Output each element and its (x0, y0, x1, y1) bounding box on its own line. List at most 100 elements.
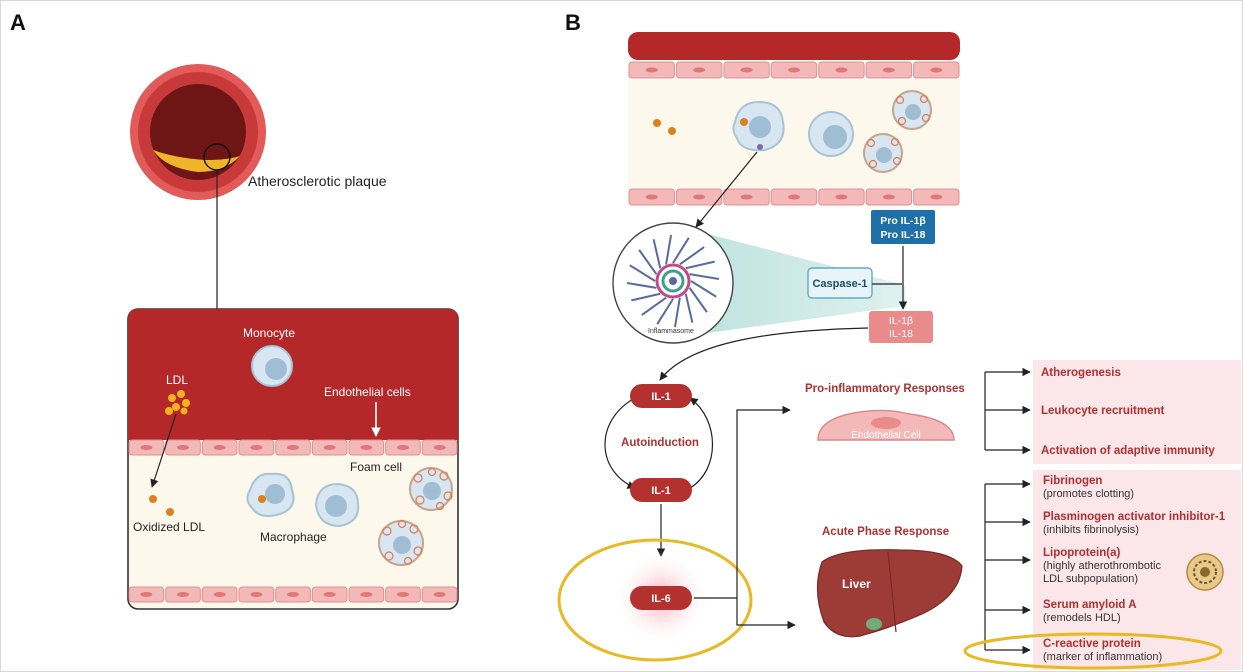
ldl-oxidation-arrow (150, 413, 177, 488)
endothelial-nucleus (287, 445, 299, 450)
inflammasome-spoke (641, 296, 667, 316)
endothelial-nucleus (835, 67, 848, 73)
endothelial-nucleus (397, 445, 409, 450)
endothelial-nucleus (177, 445, 189, 450)
foam-cell-1 (409, 467, 453, 511)
oxidized-ldl-label: Oxidized LDL (133, 520, 205, 534)
pro-outcome-1: Atherogenesis (1041, 367, 1121, 379)
endothelial-nucleus (287, 592, 299, 597)
b-endothelial-bottom (628, 188, 960, 206)
b-macrophage (732, 100, 785, 152)
inflammasome-spoke (690, 280, 717, 298)
inflammasome-diagram (612, 222, 734, 344)
inflammasome-spoke (685, 260, 715, 270)
ldl-particles (165, 390, 190, 415)
autoinduction-arc-right (689, 397, 714, 489)
il6-pill (630, 586, 692, 610)
endothelial-nucleus (882, 67, 895, 73)
endothelial-nucleus (788, 67, 800, 73)
endothelial-nucleus (930, 194, 943, 200)
acute-outcome-5-title: C-reactive protein (1043, 638, 1141, 650)
macrophage-to-inflammasome-arrow (695, 151, 758, 228)
inflammasome-spoke (629, 264, 656, 282)
il6-highlight-ellipse (557, 538, 753, 662)
inflammasome-spoke (631, 292, 661, 302)
caspase-1-label: Caspase-1 (812, 278, 867, 290)
endothelial-nucleus (835, 194, 848, 200)
endothelial-nucleus (930, 67, 943, 73)
atherosclerotic-plaque-label: Atherosclerotic plaque (248, 173, 387, 189)
endothelial-cell-label: Endothelial Cell (851, 430, 921, 441)
panel-a-letter: A (10, 10, 26, 35)
il-to-il1-arrow (659, 327, 869, 381)
inflammasome-spoke (626, 281, 657, 289)
il-1b-label: IL-1β (889, 315, 913, 327)
b-foam-cell-1 (892, 90, 932, 130)
foam-cell-2 (378, 519, 424, 566)
b-foam-cell-2 (863, 133, 903, 173)
foam-cell-label: Foam cell (350, 460, 402, 474)
endothelial-nucleus (250, 445, 263, 450)
acute-outcome-1-desc: (promotes clotting) (1043, 488, 1134, 500)
endothelial-nucleus (213, 445, 226, 450)
inflammasome-spoke (679, 246, 705, 266)
inflammasome-spoke (652, 239, 662, 269)
pro-inflammatory-title: Pro-inflammatory Responses (805, 383, 965, 395)
il1-bottom-pill (630, 478, 692, 502)
oxidized-ldl-particles (149, 495, 174, 516)
acute-outcome-1-title: Fibrinogen (1043, 475, 1102, 487)
pro-il-1b-label: Pro IL-1β (880, 215, 926, 227)
liver-shape (816, 549, 963, 638)
acute-outcome-2-desc: (inhibits fibrinolysis) (1043, 524, 1139, 536)
inflammasome-zoom-cone (700, 232, 905, 334)
endothelial-nucleus (140, 445, 153, 450)
endothelial-layer-top (128, 439, 458, 456)
endothelial-layer-bottom (128, 586, 458, 603)
il-mature-box (869, 311, 933, 343)
acute-outcome-5-desc: (marker of inflammation) (1043, 651, 1162, 663)
monocyte-cell (251, 345, 293, 387)
inflammasome-label: Inflammasome (648, 328, 694, 335)
endothelial-nucleus (360, 445, 373, 450)
endothelial-nucleus (645, 67, 658, 73)
acute-outcome-3-desc-1: (highly atherothrombotic (1043, 560, 1162, 572)
endothelial-nucleus (740, 194, 753, 200)
endothelial-cells-label: Endothelial cells (324, 385, 411, 399)
acute-outcome-4-title: Serum amyloid A (1043, 599, 1137, 611)
ldl-label: LDL (166, 373, 188, 387)
endothelial-nucleus (693, 194, 706, 200)
il1-bottom-label: IL-1 (651, 485, 671, 497)
il-18-label: IL-18 (889, 328, 913, 340)
endothelial-nucleus (323, 445, 336, 450)
endothelial-nucleus (397, 592, 409, 597)
inflammasome-spoke (684, 293, 694, 323)
monocyte-label: Monocyte (243, 326, 295, 340)
acute-outcome-3-desc-2: LDL subpopulation) (1043, 573, 1138, 585)
endothelial-nucleus (788, 194, 800, 200)
acute-phase-title: Acute Phase Response (822, 526, 949, 538)
acute-outcome-2-title: Plasminogen activator inhibitor-1 (1043, 511, 1226, 523)
artery-cross-section (130, 64, 266, 200)
pro-il-18-label: Pro IL-18 (881, 229, 926, 241)
lipoprotein-particle-icon (1186, 553, 1224, 591)
acute-outcome-3-title: Lipoprotein(a) (1043, 547, 1120, 559)
endothelial-nucleus (740, 67, 753, 73)
il6-to-acute-phase-arrow (736, 598, 796, 630)
inflammasome-spoke (656, 298, 674, 325)
acute-outcome-4-desc: (remodels HDL) (1043, 612, 1121, 624)
endothelial-nucleus (693, 67, 706, 73)
inflammasome-spoke (673, 297, 681, 328)
inflammasome-spoke (638, 249, 658, 275)
macrophage-cell-2 (314, 482, 360, 528)
inflammasome-spoke (689, 273, 720, 281)
macrophage-cell-1 (246, 472, 295, 517)
inflammasome-spoke (672, 237, 690, 264)
pro-outcomes-box (1033, 360, 1241, 464)
endothelial-nucleus (360, 592, 373, 597)
panel-b-letter: B (565, 10, 581, 35)
endothelial-nucleus (250, 592, 263, 597)
vessel-segment-b (628, 32, 960, 206)
endothelial-nucleus (213, 592, 226, 597)
